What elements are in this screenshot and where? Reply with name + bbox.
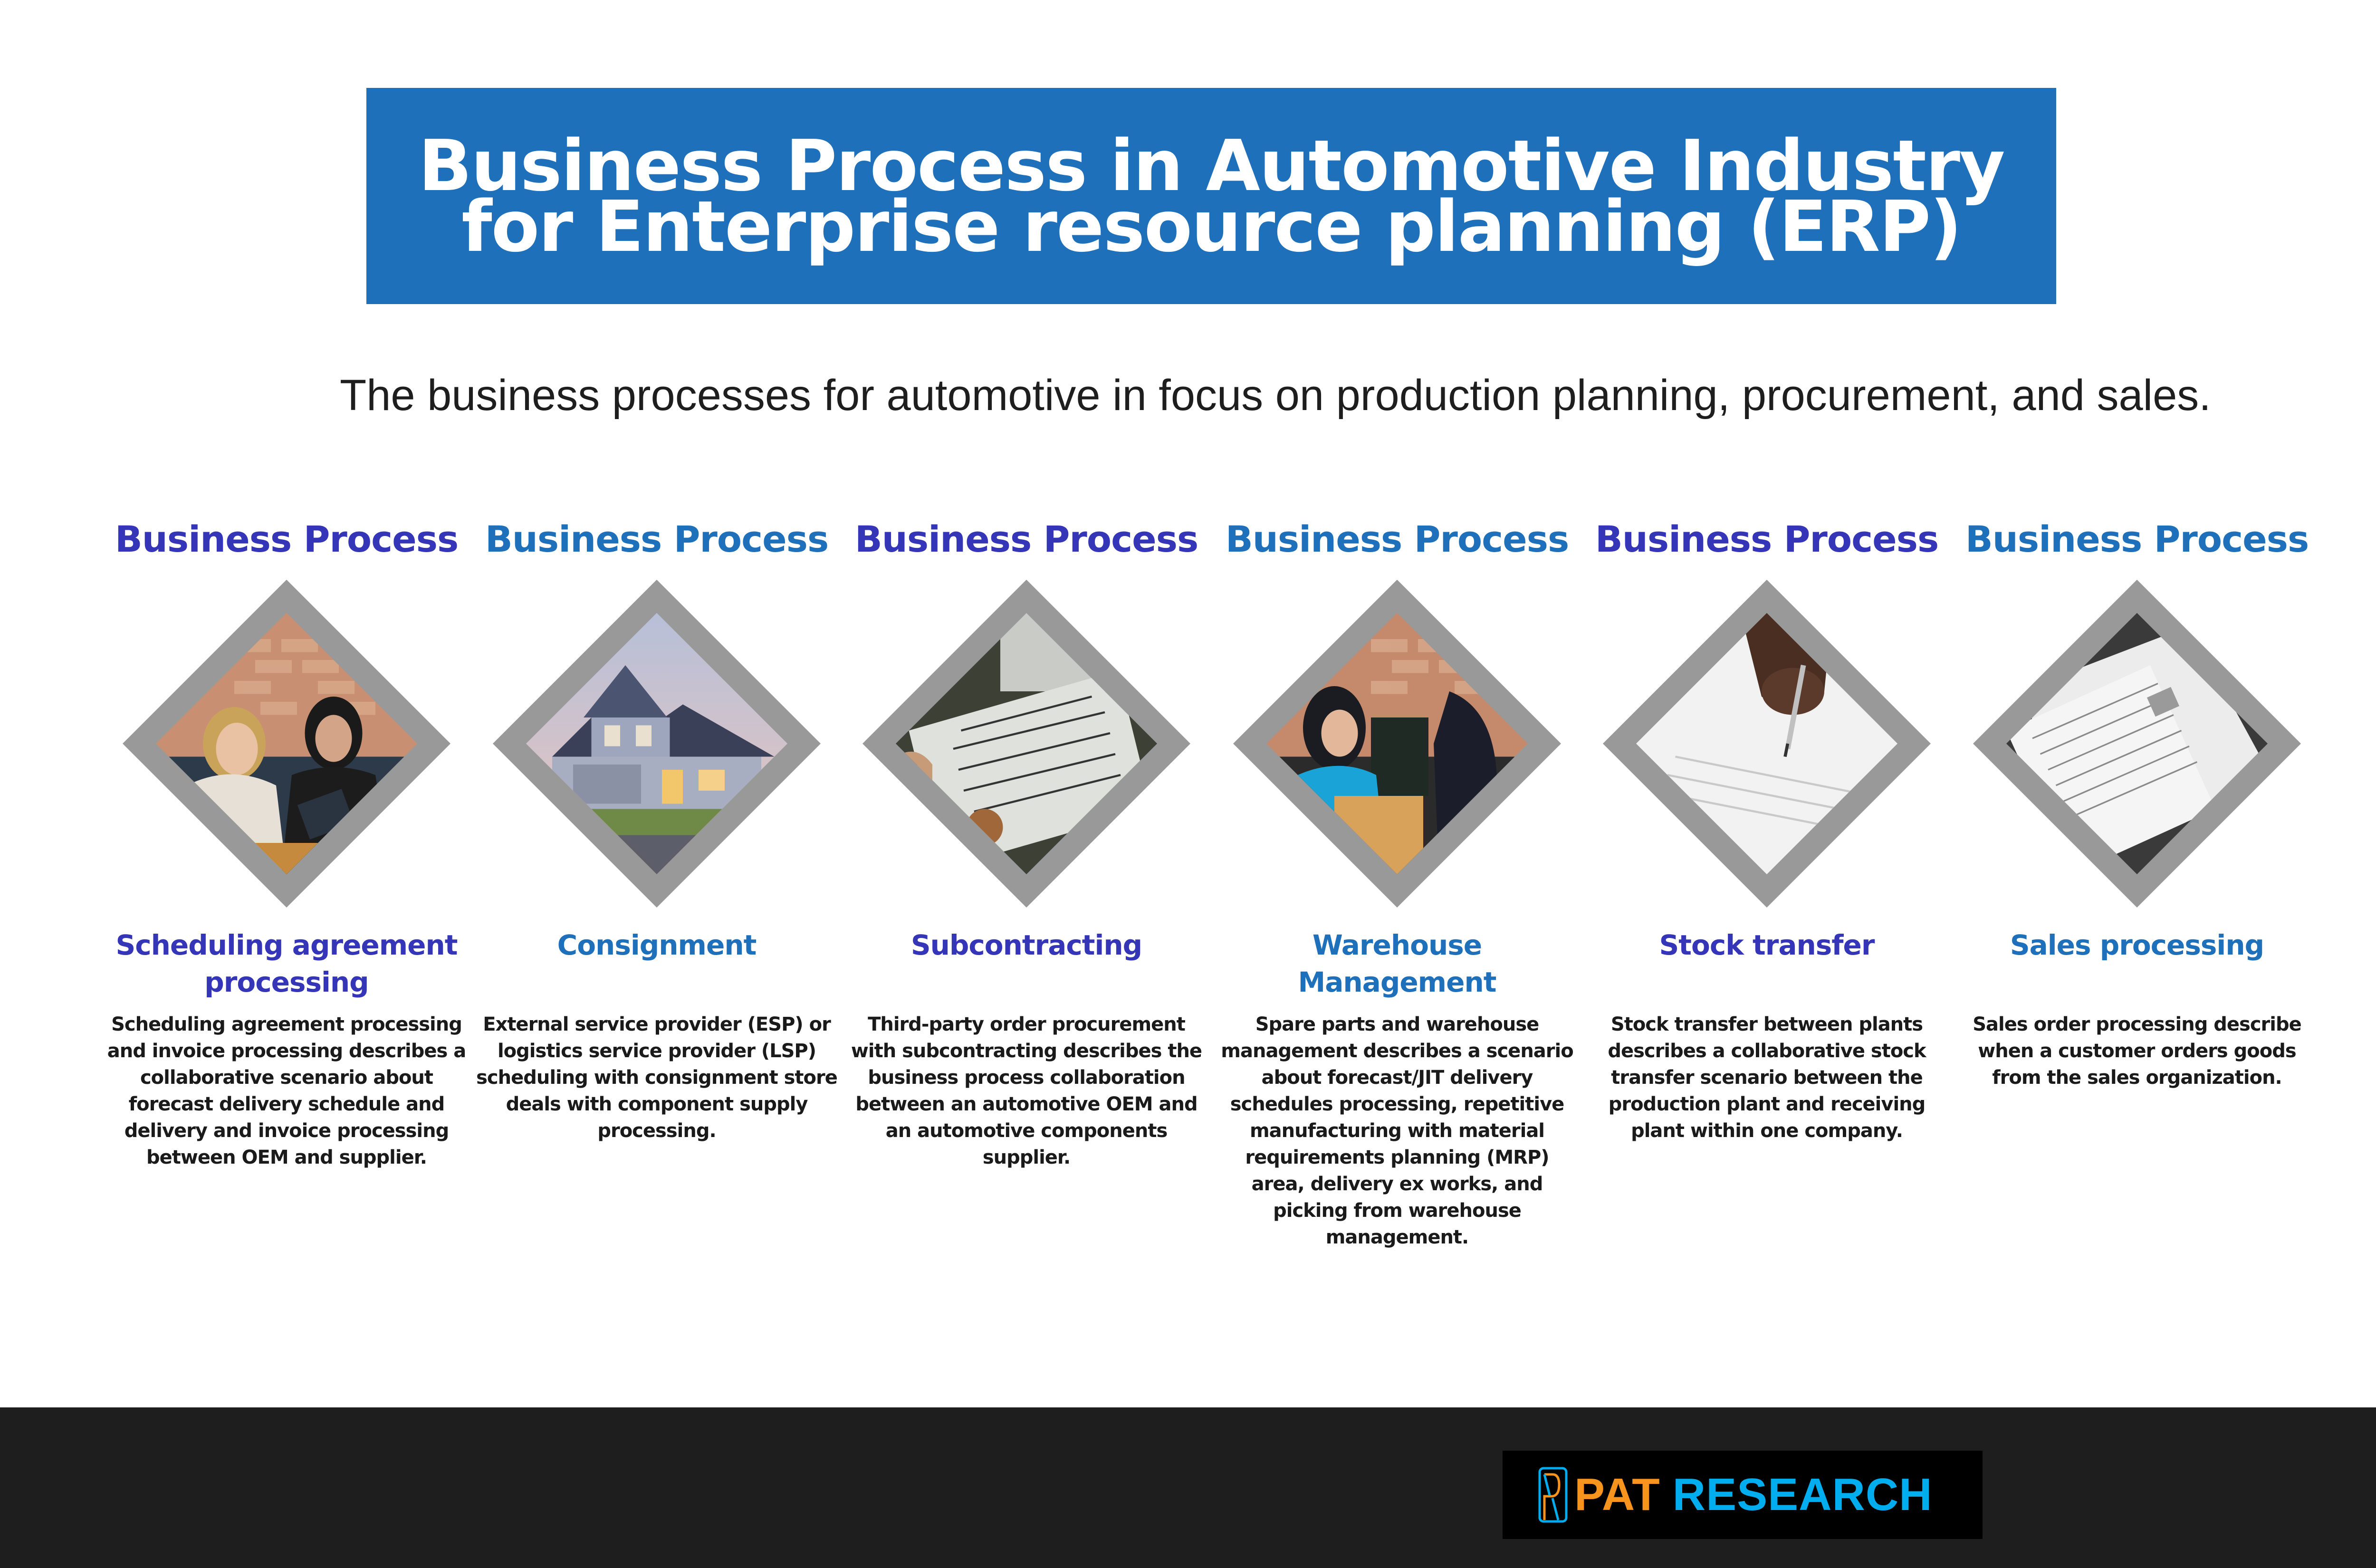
- process-card-consignment: Business Process Consignment External se…: [471, 513, 842, 1144]
- logo-text-pat: PAT: [1574, 1469, 1660, 1520]
- diamond-image-frame: [862, 580, 1190, 908]
- process-description: Third-party order procurement with subco…: [851, 1013, 1202, 1168]
- process-description: Scheduling agreement processing and invo…: [107, 1013, 467, 1168]
- process-description: Stock transfer between plants describes …: [1608, 1013, 1926, 1142]
- process-card-warehouse-management: Business Process Warehouse Management: [1212, 513, 1582, 1251]
- pat-research-r-logo-icon: [1538, 1467, 1568, 1523]
- meeting-photo-icon: [156, 613, 417, 874]
- tax-forms-photo-icon: [2006, 613, 2268, 874]
- process-heading: Business Process: [1965, 518, 2309, 560]
- process-heading: Business Process: [115, 518, 459, 560]
- diamond-image-frame: [1603, 580, 1931, 908]
- diamond-image-frame: [1973, 580, 2301, 908]
- process-description: External service provider (ESP) or logis…: [476, 1013, 838, 1142]
- process-card-stock-transfer: Business Process Stock transfer Stock tr…: [1581, 513, 1952, 1144]
- page-title-line-1: Business Process in Automotive Industry: [418, 124, 2005, 207]
- diamond-image-frame: [1233, 580, 1561, 908]
- signing-document-photo-icon: [1636, 613, 1897, 874]
- logo-text-research: RESEARCH: [1672, 1469, 1933, 1520]
- page-subtitle: The business processes for automotive in…: [340, 371, 2211, 420]
- process-description: Sales order processing describe when a c…: [1973, 1013, 2302, 1089]
- process-heading: Business Process: [854, 518, 1198, 560]
- page-title-line-2: for Enterprise resource planning (ERP): [461, 185, 1962, 268]
- process-card-subcontracting: Business Process Subcontracting Third-pa…: [841, 513, 1212, 1171]
- process-description: Spare parts and warehouse management des…: [1221, 1013, 1573, 1248]
- title-banner: Business Process in Automotive Industry …: [366, 88, 2056, 304]
- process-heading: Business Process: [1595, 518, 1939, 560]
- process-title: Scheduling agreement processing: [115, 929, 458, 998]
- process-heading: Business Process: [485, 518, 829, 560]
- process-title: Stock transfer: [1659, 929, 1875, 961]
- process-title: Subcontracting: [910, 929, 1142, 961]
- process-title: Warehouse Management: [1298, 929, 1497, 998]
- footer-bar: [0, 1407, 2376, 1568]
- diamond-image-frame: [493, 580, 821, 908]
- diamond-image-frame: [123, 580, 450, 908]
- process-title: Sales processing: [2010, 929, 2264, 961]
- process-card-scheduling-agreement: Business Process: [101, 513, 472, 1171]
- process-card-sales-processing: Business Process Sales processing Sales …: [1952, 513, 2322, 1091]
- pat-research-logo[interactable]: PAT RESEARCH: [1503, 1451, 1983, 1539]
- diploma-photo-icon: [896, 613, 1157, 874]
- process-title: Consignment: [557, 929, 757, 961]
- process-heading: Business Process: [1225, 518, 1569, 560]
- house-photo-icon: [526, 613, 787, 874]
- women-laptop-photo-icon: [1266, 613, 1528, 874]
